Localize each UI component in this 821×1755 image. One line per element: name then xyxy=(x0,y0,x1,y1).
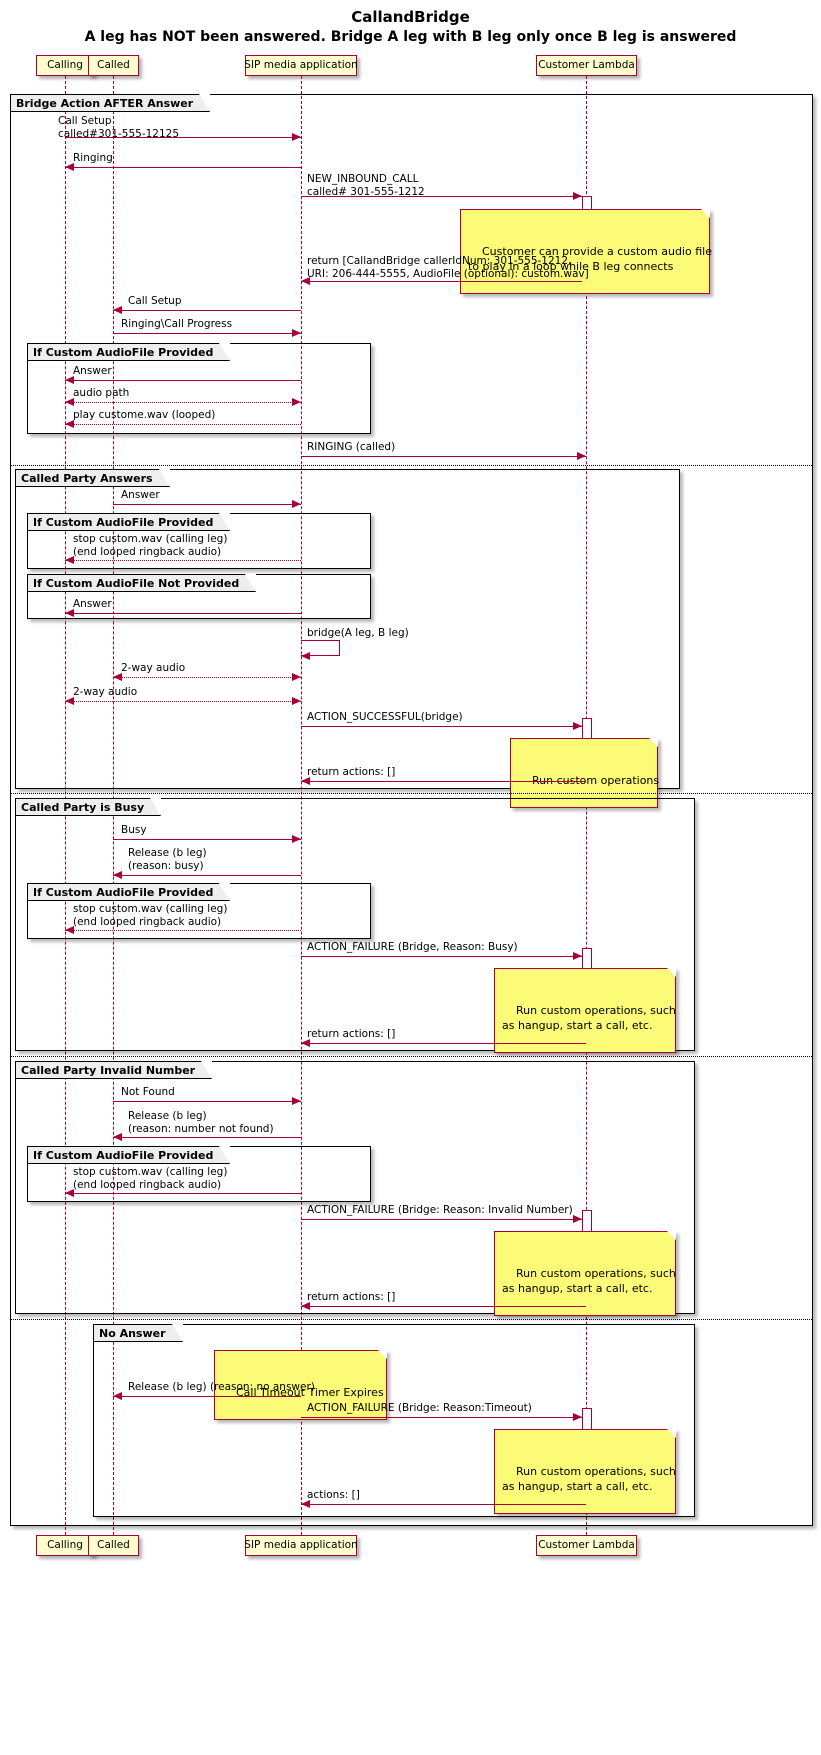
note-run-custom-operations-4: Run custom operations, such as hangup, s… xyxy=(494,1429,676,1514)
group-label-audio-1: If Custom AudioFile Provided xyxy=(28,343,231,361)
participant-calling-top[interactable]: Calling xyxy=(36,55,94,76)
note-run-custom-operations-1: Run custom operations xyxy=(510,738,660,808)
message-label-m17: ACTION_SUCCESSFUL(bridge) xyxy=(307,711,463,723)
group-label-no-answer: No Answer xyxy=(94,1324,183,1342)
group-label-called-party-answers: Called Party Answers xyxy=(16,469,170,487)
group-if-custom-audiofile-provided-1 xyxy=(27,343,371,434)
alt-separator-2 xyxy=(11,793,812,794)
message-label-m20: Release (b leg) (reason: busy) xyxy=(128,847,207,872)
group-label-audio-not: If Custom AudioFile Not Provided xyxy=(28,574,257,592)
note-run-custom-operations-3: Run custom operations, such as hangup, s… xyxy=(494,1231,676,1316)
participant-lambda-bottom[interactable]: Customer Lambda xyxy=(536,1535,637,1556)
group-if-custom-audiofile-provided-3 xyxy=(27,883,371,939)
note-customer-audio-file: Customer can provide a custom audio file… xyxy=(460,209,712,294)
group-bridge-action-after-answer xyxy=(10,94,813,1526)
group-label-bridge-action-after-answer: Bridge Action AFTER Answer xyxy=(11,94,211,112)
message-label-m06: Ringing\Call Progress xyxy=(121,318,233,330)
message-label-m16: 2-way audio xyxy=(73,686,138,698)
message-label-m30: ACTION_FAILURE (Bridge: Reason:Timeout) xyxy=(307,1402,532,1414)
message-label-m04: return [CallandBridge callerIdNum: 301-5… xyxy=(307,255,589,280)
message-label-m03: NEW_INBOUND_CALL called# 301-555-1212 xyxy=(307,173,425,198)
participant-lambda-top[interactable]: Customer Lambda xyxy=(536,55,637,76)
group-label-audio-3: If Custom AudioFile Provided xyxy=(28,883,231,901)
group-no-answer xyxy=(93,1324,695,1517)
message-label-m11: Answer xyxy=(121,489,160,501)
message-label-m10: RINGING (called) xyxy=(307,441,396,453)
note-text-n5: Call Timeout Timer Expires xyxy=(236,1386,384,1399)
note-call-timeout-timer-expires: Call Timeout Timer Expires xyxy=(214,1350,387,1420)
message-label-m02: Ringing xyxy=(73,152,113,164)
message-label-m18: return actions: [] xyxy=(307,766,396,778)
group-label-called-party-is-busy: Called Party is Busy xyxy=(16,798,162,816)
participant-called-top[interactable]: Called xyxy=(88,55,139,76)
message-label-m13: Answer xyxy=(73,598,112,610)
message-label-m24: Not Found xyxy=(121,1086,175,1098)
group-if-custom-audiofile-provided-2 xyxy=(27,513,371,569)
diagram-title: CallandBridge xyxy=(351,8,470,26)
note-run-custom-operations-2: Run custom operations, such as hangup, s… xyxy=(494,968,676,1053)
message-label-m15: 2-way audio xyxy=(121,662,186,674)
note-text-n1: Customer can provide a custom audio file… xyxy=(468,245,712,273)
message-label-m12: stop custom.wav (calling leg) (end loope… xyxy=(73,533,228,558)
diagram-subtitle: A leg has NOT been answered. Bridge A le… xyxy=(84,29,737,45)
lifeline-sip xyxy=(301,76,302,1535)
message-label-m27: ACTION_FAILURE (Bridge: Reason: Invalid … xyxy=(307,1204,573,1216)
message-label-m19: Busy xyxy=(121,824,147,836)
message-label-m29: Release (b leg) (reason: no answer) xyxy=(128,1381,315,1393)
group-label-called-party-invalid-number: Called Party Invalid Number xyxy=(16,1061,213,1079)
message-label-m31: actions: [] xyxy=(307,1489,360,1501)
message-label-m21: stop custom.wav (calling leg) (end loope… xyxy=(73,903,228,928)
participant-called-bottom[interactable]: Called xyxy=(88,1535,139,1556)
alt-separator-3 xyxy=(11,1056,812,1057)
alt-separator-4 xyxy=(11,1319,812,1320)
message-label-m07: Answer xyxy=(73,365,112,377)
note-text-n3: Run custom operations, such as hangup, s… xyxy=(502,1004,676,1032)
participant-calling-bottom[interactable]: Calling xyxy=(36,1535,94,1556)
group-if-custom-audiofile-not-provided xyxy=(27,574,371,619)
group-label-audio-2: If Custom AudioFile Provided xyxy=(28,513,231,531)
note-text-n6: Run custom operations, such as hangup, s… xyxy=(502,1465,676,1493)
note-text-n4: Run custom operations, such as hangup, s… xyxy=(502,1267,676,1295)
message-label-m22: ACTION_FAILURE (Bridge, Reason: Busy) xyxy=(307,941,518,953)
group-called-party-invalid-number xyxy=(15,1061,695,1314)
group-label-audio-4: If Custom AudioFile Provided xyxy=(28,1146,231,1164)
message-label-m05: Call Setup xyxy=(128,295,182,307)
participant-sip-bottom[interactable]: SIP media application xyxy=(244,1535,358,1556)
participant-sip-top[interactable]: SIP media application xyxy=(244,55,358,76)
message-label-m01: Call Setup called#301-555-12125 xyxy=(58,115,180,140)
note-text-n2: Run custom operations xyxy=(532,774,660,787)
group-if-custom-audiofile-provided-4 xyxy=(27,1146,371,1202)
message-label-m28: return actions: [] xyxy=(307,1291,396,1303)
message-label-m25: Release (b leg) (reason: number not foun… xyxy=(128,1110,274,1135)
message-label-m14: bridge(A leg, B leg) xyxy=(307,627,409,639)
group-called-party-answers xyxy=(15,469,680,789)
message-label-m09: play custome.wav (looped) xyxy=(73,409,216,421)
message-label-m23: return actions: [] xyxy=(307,1028,396,1040)
message-label-m26: stop custom.wav (calling leg) (end loope… xyxy=(73,1166,228,1191)
message-m14-self xyxy=(301,640,340,656)
alt-separator-1 xyxy=(11,465,812,466)
message-label-m08: audio path xyxy=(73,387,130,399)
group-called-party-is-busy xyxy=(15,798,695,1051)
